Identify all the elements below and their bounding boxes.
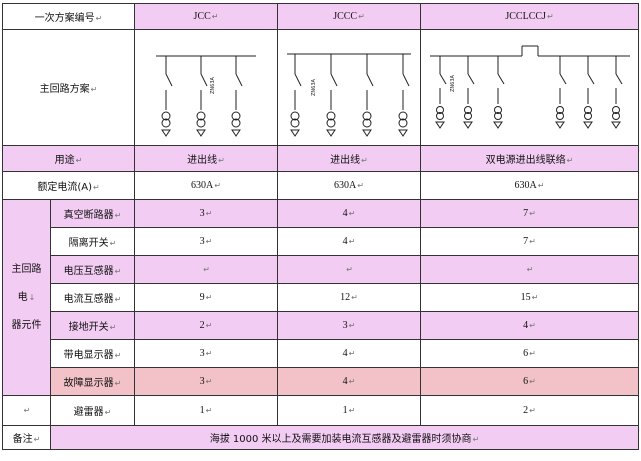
scheme-table: 一次方案编号↵ JCC↵ JCCC↵ JCCLCCJ↵ 主回路方案↵ ZN63A — [1, 3, 640, 450]
arrester-jcc: 1↵ — [134, 395, 279, 426]
scheme-label-cell: 一次方案编号↵ — [1, 3, 136, 30]
component-value-jccc: 4↵ — [277, 227, 422, 256]
usage-jccc: 进出线↵ — [277, 145, 422, 172]
component-row: 电流互感器↵ 9↵ 12↵ 15↵ — [3, 283, 640, 312]
circuit-row: 主回路方案↵ ZN63A — [1, 29, 640, 146]
component-value-jccc: 3↵ — [277, 311, 422, 340]
diagram-jccc-cell: ZN63A — [277, 29, 422, 146]
right-feeder-3 — [610, 55, 622, 129]
component-value-jccl: 4↵ — [420, 311, 640, 340]
feeder-2 — [196, 55, 208, 137]
arrester-jccl: 2↵ — [420, 395, 640, 426]
component-value-jcc: 3↵ — [134, 199, 279, 228]
current-jccc: 630A↵ — [277, 171, 422, 200]
current-jcc: 630A↵ — [134, 171, 279, 200]
component-value-jccc: ↵ — [277, 255, 422, 284]
feeder-c — [362, 53, 374, 137]
scheme-label: 一次方案编号 — [34, 13, 95, 24]
component-name: 真空断路器↵ — [49, 199, 136, 228]
note-text: 海拔 1000 米以上及需要加装电流互感器及避雷器时须协商↵ — [49, 425, 640, 450]
component-row: 接地开关↵ 2↵ 3↵ 4↵ — [3, 311, 640, 340]
component-row: 带电显示器↵ 3↵ 4↵ 6↵ — [3, 339, 640, 368]
component-row: 故障显示器↵ 3↵ 4↵ 6↵ — [3, 367, 640, 396]
diagram-jcc: ZN63A — [156, 55, 257, 137]
left-feeder-2 — [462, 55, 474, 129]
current-label-cell: 额定电流(A)↵ — [1, 171, 136, 200]
component-value-jccl: 6↵ — [420, 339, 640, 368]
component-name: 电流互感器↵ — [49, 283, 136, 312]
header-jccl: JCCLCCJ↵ — [420, 3, 640, 30]
arrester-blank-cell: ↵ — [2, 395, 51, 426]
note-row: 备注↵ 海拔 1000 米以上及需要加装电流互感器及避雷器时须协商↵ — [2, 425, 640, 450]
component-value-jccl: 7↵ — [420, 199, 640, 228]
header-row: 一次方案编号↵ JCC↵ JCCC↵ JCCLCCJ↵ — [1, 3, 640, 30]
usage-jcc: 进出线↵ — [134, 145, 279, 172]
current-jccl: 630A↵ — [420, 171, 640, 200]
component-group-label: 主回路 电↓ 器元件 — [2, 199, 51, 396]
component-value-jccc: 4↵ — [277, 367, 422, 396]
component-value-jcc: 3↵ — [134, 367, 279, 396]
component-row: 主回路 电↓ 器元件 真空断路器↵ 3↵ 4↵ 7↵ — [2, 199, 640, 396]
component-value-jccl: 6↵ — [420, 367, 640, 396]
diagram-jccc: ZN63A — [287, 53, 412, 137]
diagram-jccl: ZN63A — [429, 45, 630, 129]
arrester-name: 避雷器↵ — [49, 395, 136, 426]
component-name: 接地开关↵ — [49, 311, 136, 340]
component-value-jcc: ↵ — [134, 255, 279, 284]
header-jcc: JCC↵ — [134, 3, 279, 30]
feeder-1 — [161, 55, 173, 137]
component-name: 隔离开关↵ — [49, 227, 136, 256]
arrester-row: ↵ 避雷器↵ 1↵ 1↵ 2↵ — [2, 395, 640, 426]
component-row: 隔离开关↵ 3↵ 4↵ 7↵ — [3, 227, 640, 256]
diagram-jcc-cell: ZN63A — [134, 29, 279, 146]
feeder-a — [290, 53, 302, 137]
component-value-jccc: 4↵ — [277, 339, 422, 368]
diagram-jccl-cell: ZN63A — [420, 29, 640, 146]
arrester-jccc: 1↵ — [277, 395, 422, 426]
right-feeder-1 — [554, 55, 566, 129]
current-row: 额定电流(A)↵ 630A↵ 630A↵ 630A↵ — [1, 171, 640, 200]
component-value-jccl: 15↵ — [420, 283, 640, 312]
right-feeder-2 — [582, 55, 594, 129]
header-jccc: JCCC↵ — [277, 3, 422, 30]
usage-label-cell: 用途↵ — [1, 145, 136, 172]
left-feeder-1 — [434, 55, 446, 129]
usage-row: 用途↵ 进出线↵ 进出线↵ 双电源进出线联络↵ — [1, 145, 640, 172]
component-value-jcc: 9↵ — [134, 283, 279, 312]
feeder-b — [326, 53, 338, 137]
svg-text:ZN63A: ZN63A — [210, 76, 216, 94]
svg-text:ZN63A: ZN63A — [311, 78, 317, 96]
component-value-jccc: 4↵ — [277, 199, 422, 228]
note-label: 备注↵ — [2, 425, 51, 450]
usage-jccl: 双电源进出线联络↵ — [420, 145, 640, 172]
left-feeder-3 — [492, 55, 504, 129]
feeder-d — [398, 53, 410, 137]
svg-text:ZN63A: ZN63A — [450, 74, 456, 92]
component-name: 电压互感器↵ — [49, 255, 136, 284]
component-name: 带电显示器↵ — [49, 339, 136, 368]
component-value-jcc: 3↵ — [134, 227, 279, 256]
circuit-label: 主回路方案 — [39, 84, 90, 95]
feeder-3 — [231, 55, 243, 137]
component-value-jccl: 7↵ — [420, 227, 640, 256]
component-row: 电压互感器↵ ↵ ↵ ↵ — [3, 255, 640, 284]
component-value-jccl: ↵ — [420, 255, 640, 284]
component-value-jccc: 12↵ — [277, 283, 422, 312]
circuit-label-cell: 主回路方案↵ — [1, 29, 136, 146]
component-value-jcc: 2↵ — [134, 311, 279, 340]
component-value-jcc: 3↵ — [134, 339, 279, 368]
component-name: 故障显示器↵ — [49, 367, 136, 396]
